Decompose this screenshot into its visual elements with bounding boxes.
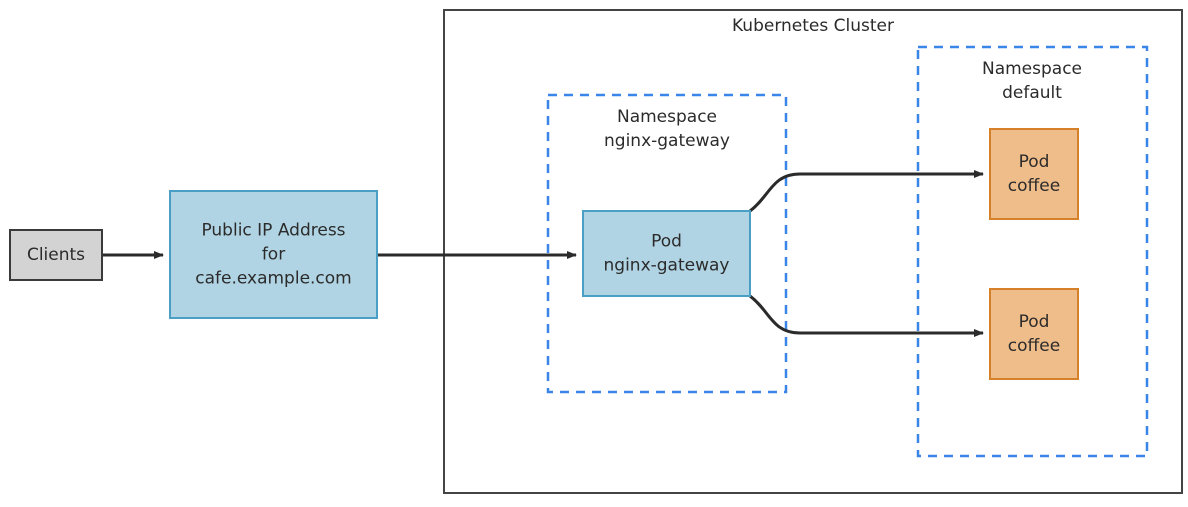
namespace-nginx-gateway-label-line2: nginx-gateway: [604, 131, 730, 151]
namespace-default-label-line2: default: [1002, 83, 1062, 103]
connector-gateway-to-coffee-bottom: [749, 294, 984, 337]
namespace-default-label-line1: Namespace: [982, 59, 1082, 79]
kubernetes-cluster-label: Kubernetes Cluster: [732, 16, 894, 36]
pod-nginx-gateway[interactable]: Pod nginx-gateway: [582, 210, 751, 297]
kubernetes-cluster-box: [443, 9, 1183, 494]
pod-coffee-top-rect[interactable]: [989, 128, 1079, 220]
clients-box[interactable]: Clients: [9, 229, 103, 281]
pod-coffee-bottom-label-line1: Pod: [1019, 312, 1050, 332]
cluster-boundary: Kubernetes Cluster: [443, 9, 1183, 494]
pod-nginx-gateway-label-line2: nginx-gateway: [604, 256, 730, 276]
pod-nginx-gateway-rect[interactable]: [582, 210, 751, 297]
namespace-nginx-gateway-box: [546, 93, 788, 394]
public-ip-box-label-line3: cafe.example.com: [195, 269, 352, 289]
clients-box-label-line1: Clients: [27, 245, 85, 265]
public-ip-box-rect[interactable]: [169, 190, 378, 319]
clients-box-rect[interactable]: [9, 229, 103, 281]
public-ip-box-label-line1: Public IP Address: [201, 221, 345, 241]
pod-coffee-bottom-label-line2: coffee: [1008, 336, 1060, 356]
public-ip-box-label-line2: for: [262, 245, 285, 265]
public-ip-box[interactable]: Public IP Address for cafe.example.com: [169, 190, 378, 319]
nodes: Clients Public IP Address for cafe.example.…: [9, 128, 1079, 380]
pod-nginx-gateway-label-line1: Pod: [651, 232, 682, 252]
pod-coffee-bottom[interactable]: Pod coffee: [989, 288, 1079, 380]
namespace-nginx-gateway-label-line1: Namespace: [617, 107, 717, 127]
namespace-default-box: [916, 45, 1149, 458]
pod-coffee-top-label-line1: Pod: [1019, 152, 1050, 172]
pod-coffee-top[interactable]: Pod coffee: [989, 128, 1079, 220]
pod-coffee-top-label-line2: coffee: [1008, 176, 1060, 196]
connectors: [102, 170, 984, 337]
pod-coffee-bottom-rect[interactable]: [989, 288, 1079, 380]
connector-gateway-to-coffee-top: [749, 170, 984, 213]
namespace-boundaries: Namespace nginx-gateway Namespace default: [546, 45, 1149, 458]
